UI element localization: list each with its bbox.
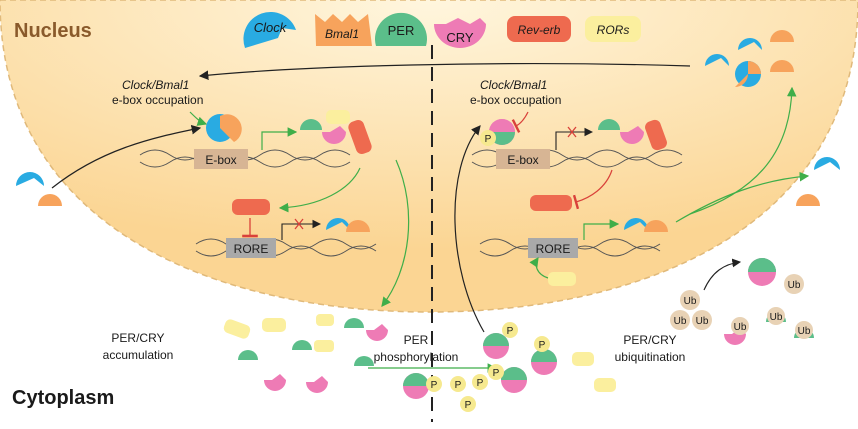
legend-bmal1-label: Bmal1: [325, 27, 359, 41]
nucleus-region: [0, 0, 858, 313]
nuclear-import-arrow: [454, 125, 485, 333]
right-rev-erb: [530, 195, 572, 211]
legend-clock-label: Clock: [254, 20, 288, 35]
left-occupation-arrow: [189, 111, 208, 126]
right-occupation-inhibit: [511, 111, 529, 133]
left-blocked-arrow: [281, 219, 322, 240]
left-cytoplasm-proteins: [223, 314, 388, 393]
left-bound-complex: [206, 114, 242, 142]
p-mark-1: P: [431, 380, 438, 391]
right-blocked-arrow: [555, 127, 594, 150]
right-cytoplasm-phospho: P P P: [483, 322, 616, 393]
ub-group: Ub Ub Ub: [670, 290, 712, 330]
accum-title: PER/CRY: [111, 331, 164, 345]
ubiq-arrow: [703, 258, 742, 291]
phospho-title: PER: [404, 333, 429, 347]
ubiquitinated-proteins: Ub Ub Ub Ub: [724, 258, 814, 345]
p-mark-6: P: [507, 326, 514, 337]
right-rore-product: [624, 218, 668, 232]
right-export-up-arrow: [689, 86, 797, 215]
left-ebox-label: E-box: [205, 153, 236, 167]
import-arrow: [51, 124, 202, 189]
legend-clock: Clock: [243, 11, 296, 48]
ubiq-title: PER/CRY: [623, 333, 676, 347]
left-occupation-title: Clock/Bmal1: [122, 78, 189, 92]
ub-mark-7: Ub: [798, 326, 811, 337]
right-bound-per-cry: P: [480, 119, 515, 146]
p-mark-3: P: [477, 378, 484, 389]
legend-rors-label: RORs: [597, 23, 630, 37]
legend-rev-erb: Rev-erb: [507, 16, 571, 42]
ub-mark-1: Ub: [684, 296, 697, 307]
left-occupation-subtitle: e-box occupation: [112, 93, 203, 107]
left-products: [300, 110, 372, 155]
right-ebox-label: E-box: [507, 153, 538, 167]
p-mark-7: P: [539, 340, 546, 351]
right-rore-box: [528, 238, 578, 258]
left-rore-label: RORE: [234, 242, 269, 256]
left-rev-erb: [232, 199, 270, 215]
accum-subtitle: accumulation: [103, 348, 174, 362]
right-faded-products: [598, 119, 667, 151]
p-mark-4: P: [465, 400, 472, 411]
ub-mark-6: Ub: [734, 322, 747, 333]
right-decline-arrow: [572, 169, 613, 210]
ub-mark-2: Ub: [674, 316, 687, 327]
right-blocked-x: [567, 126, 577, 138]
phospho-subtitle: phosphorylation: [374, 350, 459, 364]
cytoplasm-per-cry-p: P: [403, 373, 442, 399]
legend-rors: RORs: [585, 16, 641, 42]
left-rev-erb-arrow: [278, 167, 361, 213]
left-incoming-complex: [16, 172, 62, 206]
right-occupation-subtitle: e-box occupation: [470, 93, 561, 107]
right-rore-label: RORE: [536, 242, 571, 256]
ubiq-subtitle: ubiquitination: [615, 350, 686, 364]
return-arrow: [198, 63, 691, 80]
right-export-side-arrow: [675, 171, 810, 223]
right-cytoplasm-clock: [796, 157, 840, 206]
right-rore-arrow: [583, 219, 620, 240]
legend: Clock Bmal1 PER CRY Rev-erb RORs: [243, 11, 641, 48]
cytoplasm-label: Cytoplasm: [12, 387, 114, 409]
ub-mark-3: Ub: [696, 316, 709, 327]
legend-rev-erb-label: Rev-erb: [518, 23, 561, 37]
p-mark-2: P: [455, 380, 462, 391]
ub-mark-5: Ub: [770, 312, 783, 323]
legend-bmal1: Bmal1: [315, 14, 372, 46]
nucleus-label: Nucleus: [14, 20, 92, 42]
p-mark-5: P: [485, 134, 492, 145]
left-ebox-box: [194, 149, 248, 169]
right-occupation-title: Clock/Bmal1: [480, 78, 547, 92]
left-transcription-arrow: [261, 127, 298, 150]
legend-cry: CRY: [434, 18, 486, 48]
right-nuclear-complexes: [705, 30, 794, 87]
p-mark-8: P: [493, 368, 500, 379]
left-blocked-x: [294, 218, 304, 230]
left-rore-product: [326, 218, 370, 232]
rors-binding: [529, 257, 576, 286]
left-export-arrow: [381, 159, 410, 307]
right-ebox-box: [496, 149, 550, 169]
free-phosphates: P P P: [450, 374, 488, 412]
left-rore-box: [226, 238, 276, 258]
legend-cry-label: CRY: [446, 30, 474, 45]
legend-per-label: PER: [388, 23, 415, 38]
legend-per: PER: [375, 12, 427, 46]
ub-mark-4: Ub: [788, 280, 801, 291]
